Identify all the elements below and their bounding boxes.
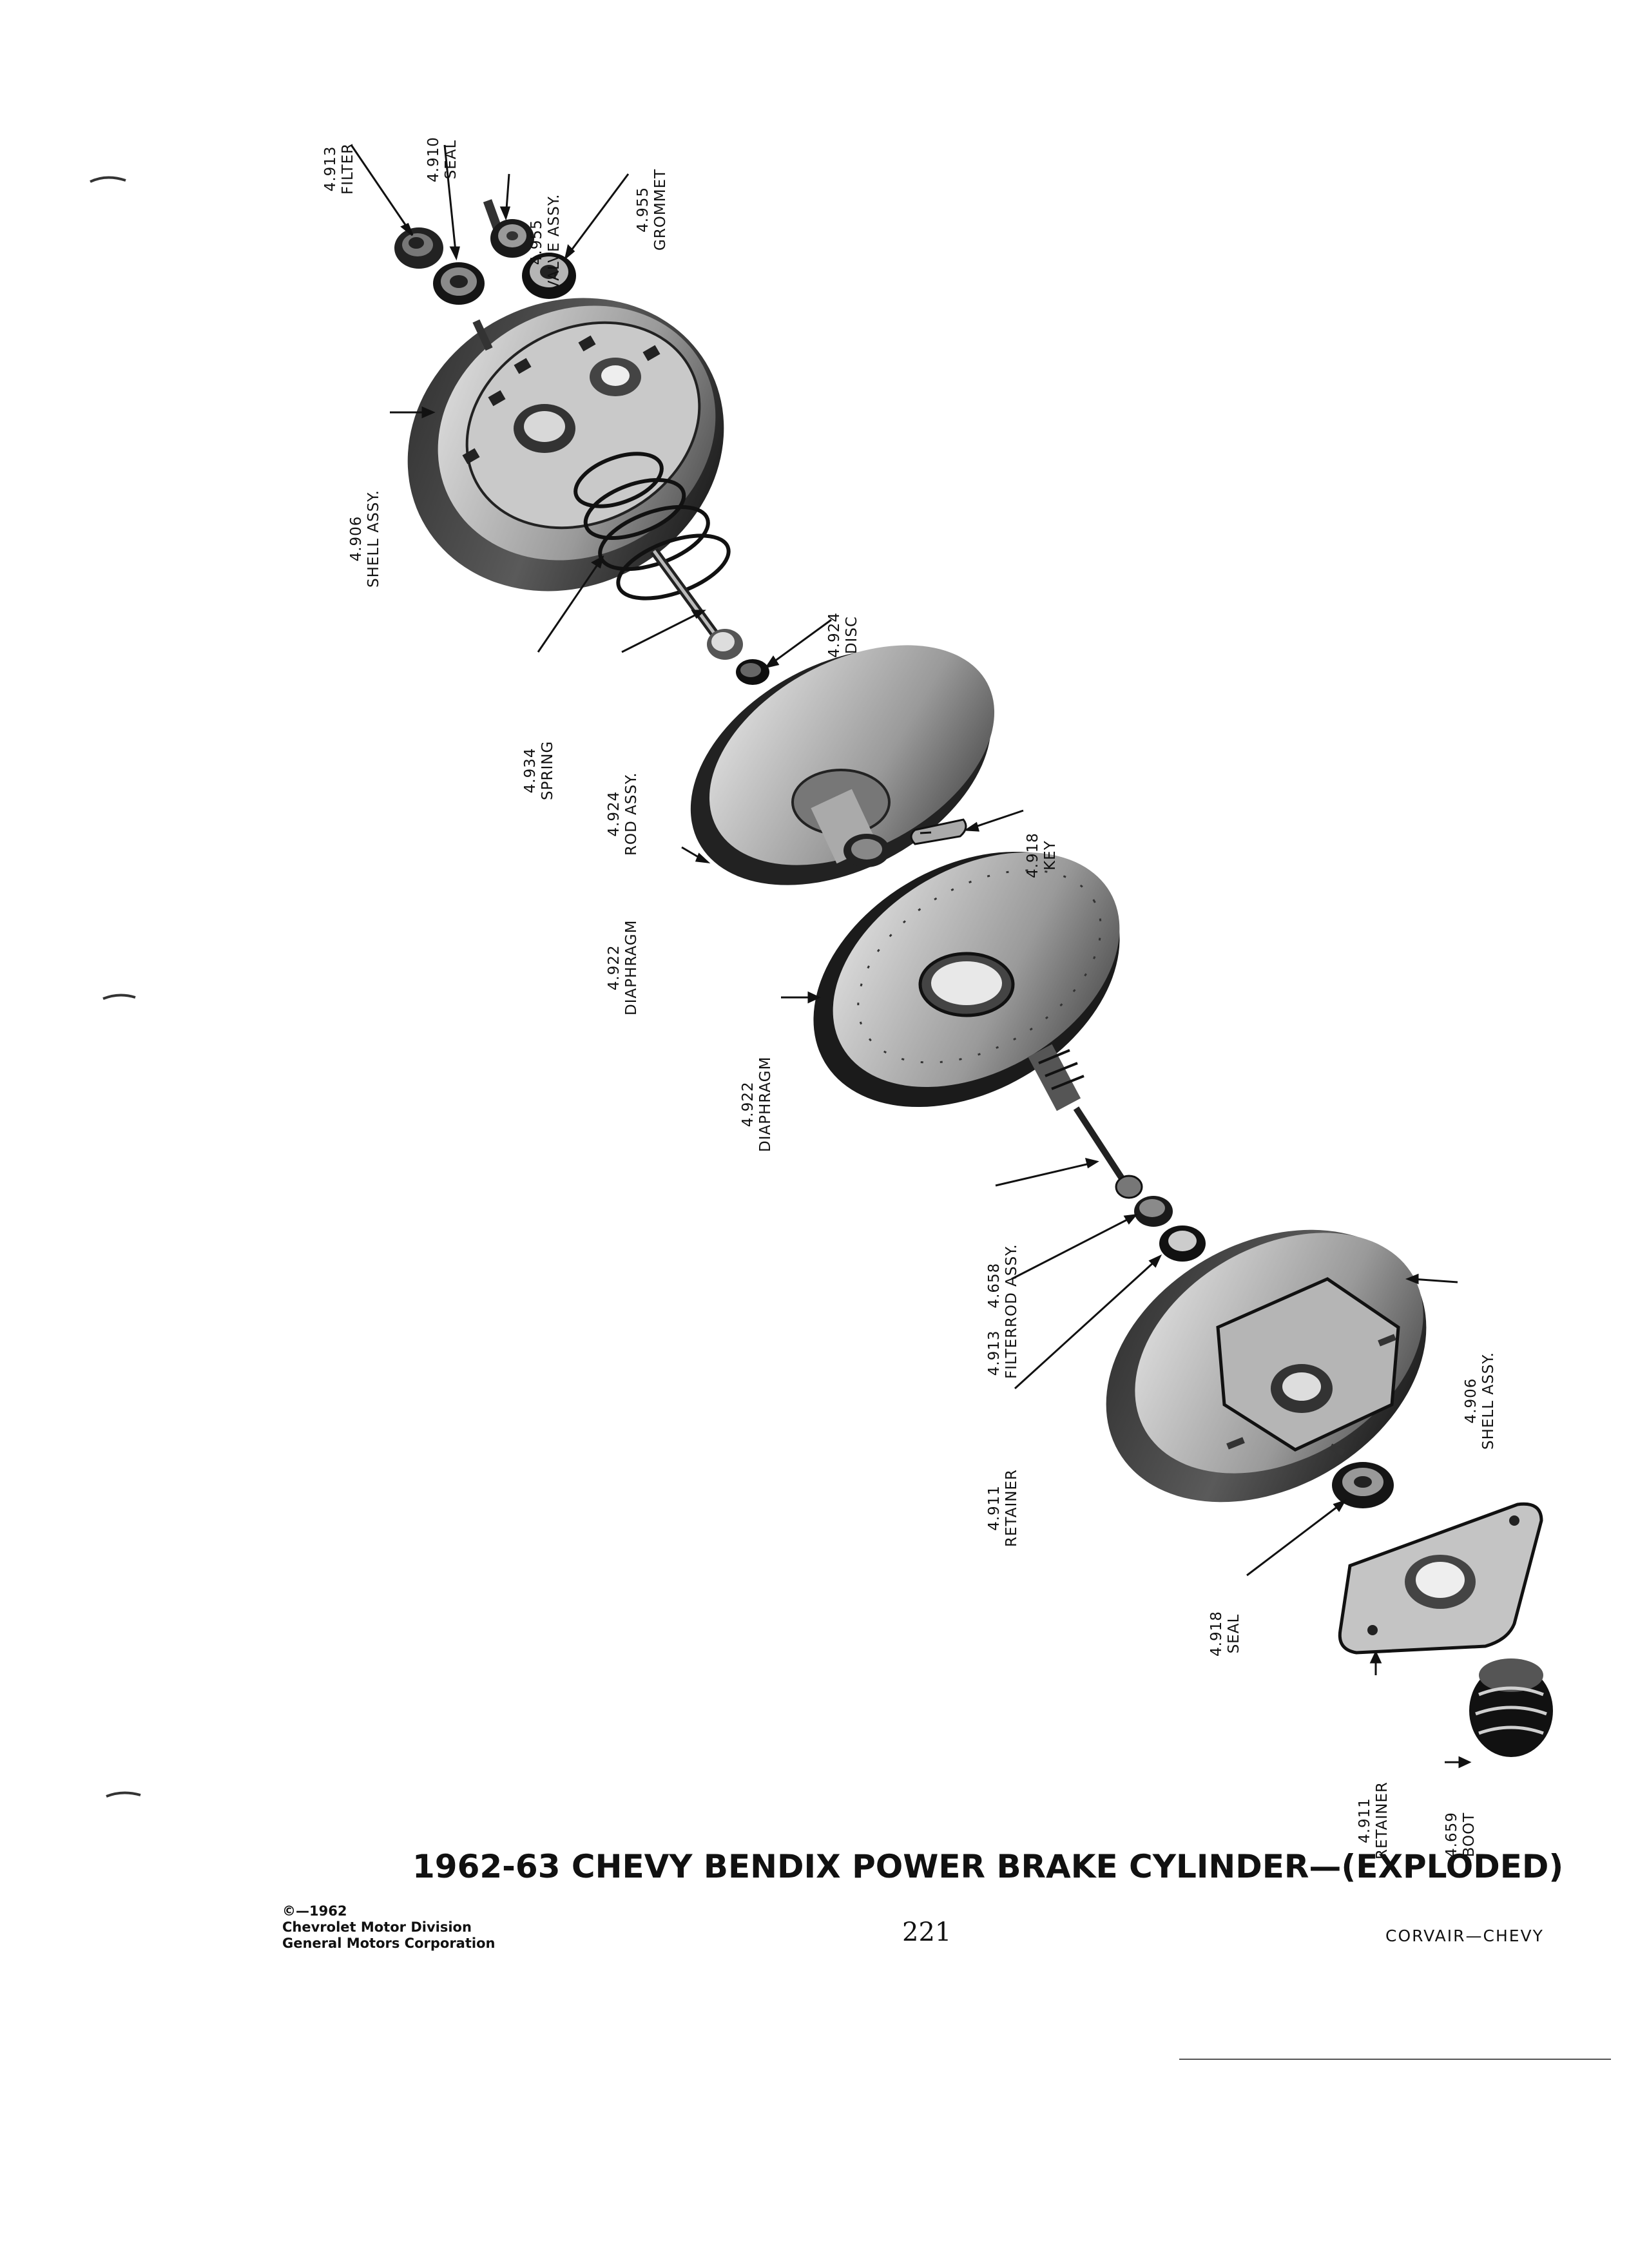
label-shell-assy-lower-num: 4.906 (1463, 1378, 1480, 1424)
diaphragm-lower-part (813, 851, 1120, 1108)
label-retainer-left-name: RETAINER (1003, 1468, 1020, 1547)
filter-lower-part (1134, 1196, 1173, 1227)
copyright-line: ©—1962 (282, 1903, 347, 1919)
rod-assy-lower-part (1028, 1044, 1143, 1199)
valve-assy-part (483, 199, 534, 258)
label-seal-lower-name: SEAL (1226, 1613, 1242, 1654)
retainer-plate-part (1338, 1502, 1543, 1655)
label-shell-assy-top-num: 4.906 (348, 515, 365, 562)
seal-lower-part (1332, 1462, 1394, 1508)
retainer-lower-part (1159, 1225, 1206, 1262)
rod-assy-top-part (650, 548, 743, 660)
label-key-num: 4.918 (1025, 832, 1041, 878)
key-part (910, 818, 967, 845)
label-rod-assy-top-name: ROD ASSY. (623, 772, 640, 856)
label-spring-num: 4.934 (522, 747, 539, 794)
disc-part (736, 659, 769, 685)
footer-model-name: CORVAIR—CHEVY (1385, 1927, 1544, 1945)
label-filter-lower-name: FILTER (1003, 1327, 1020, 1379)
grommet-part (522, 253, 576, 299)
label-filter-lower-num: 4.913 (986, 1330, 1003, 1376)
label-grommet-num: 4.955 (635, 186, 651, 233)
shell-assy-lower-part (1106, 1229, 1427, 1503)
label-retainer-left-num: 4.911 (986, 1485, 1003, 1531)
label-valve-assy-num: 4.955 (528, 219, 545, 265)
copyright-line: Chevrolet Motor Division (282, 1919, 472, 1935)
label-diaphragm-lower-num: 4.922 (740, 1081, 757, 1128)
label-valve-assy-name: VALVE ASSY. (546, 193, 563, 291)
seal-top-part (433, 262, 485, 305)
label-seal-lower-num: 4.918 (1208, 1611, 1225, 1657)
label-shell-assy-top-name: SHELL ASSY. (365, 490, 382, 588)
copyright-line: General Motors Corporation (282, 1936, 496, 1951)
boot-part (1469, 1658, 1553, 1757)
page-number: 221 (902, 1917, 952, 1947)
label-shell-assy-lower-name: SHELL ASSY. (1480, 1352, 1497, 1450)
label-key-name: KEY (1042, 840, 1059, 870)
label-diaphragm-upper-name: DIAPHRAGM (623, 919, 640, 1015)
filter-top-part (394, 227, 443, 269)
leader-lines (350, 144, 1472, 1769)
label-rod-assy-lower-name: ROD ASSY. (1003, 1244, 1020, 1327)
label-filter-top-name: FILTER (340, 142, 356, 195)
label-grommet-name: GROMMET (652, 168, 669, 251)
label-seal-top-num: 4.910 (425, 137, 442, 182)
margin-marks (90, 176, 141, 1798)
label-seal-top-name: SEAL (443, 139, 459, 180)
page-title: 1962-63 CHEVY BENDIX POWER BRAKE CYLINDE… (412, 1848, 1564, 1885)
shell-assy-top-part (407, 298, 724, 591)
label-disc-num: 4.924 (826, 612, 843, 658)
label-filter-top-num: 4.913 (322, 146, 339, 192)
label-diaphragm-lower-name: DIAPHRAGM (757, 1056, 774, 1152)
label-disc-name: DISC (843, 616, 860, 655)
diaphragm-upper-part (690, 645, 995, 885)
label-rod-assy-lower-num: 4.658 (986, 1262, 1003, 1309)
label-diaphragm-upper-num: 4.922 (606, 945, 622, 991)
label-spring-name: SPRING (539, 740, 556, 800)
label-rod-assy-top-num: 4.924 (606, 791, 622, 837)
copyright-block: ©—1962 Chevrolet Motor Division General … (282, 1903, 495, 1952)
